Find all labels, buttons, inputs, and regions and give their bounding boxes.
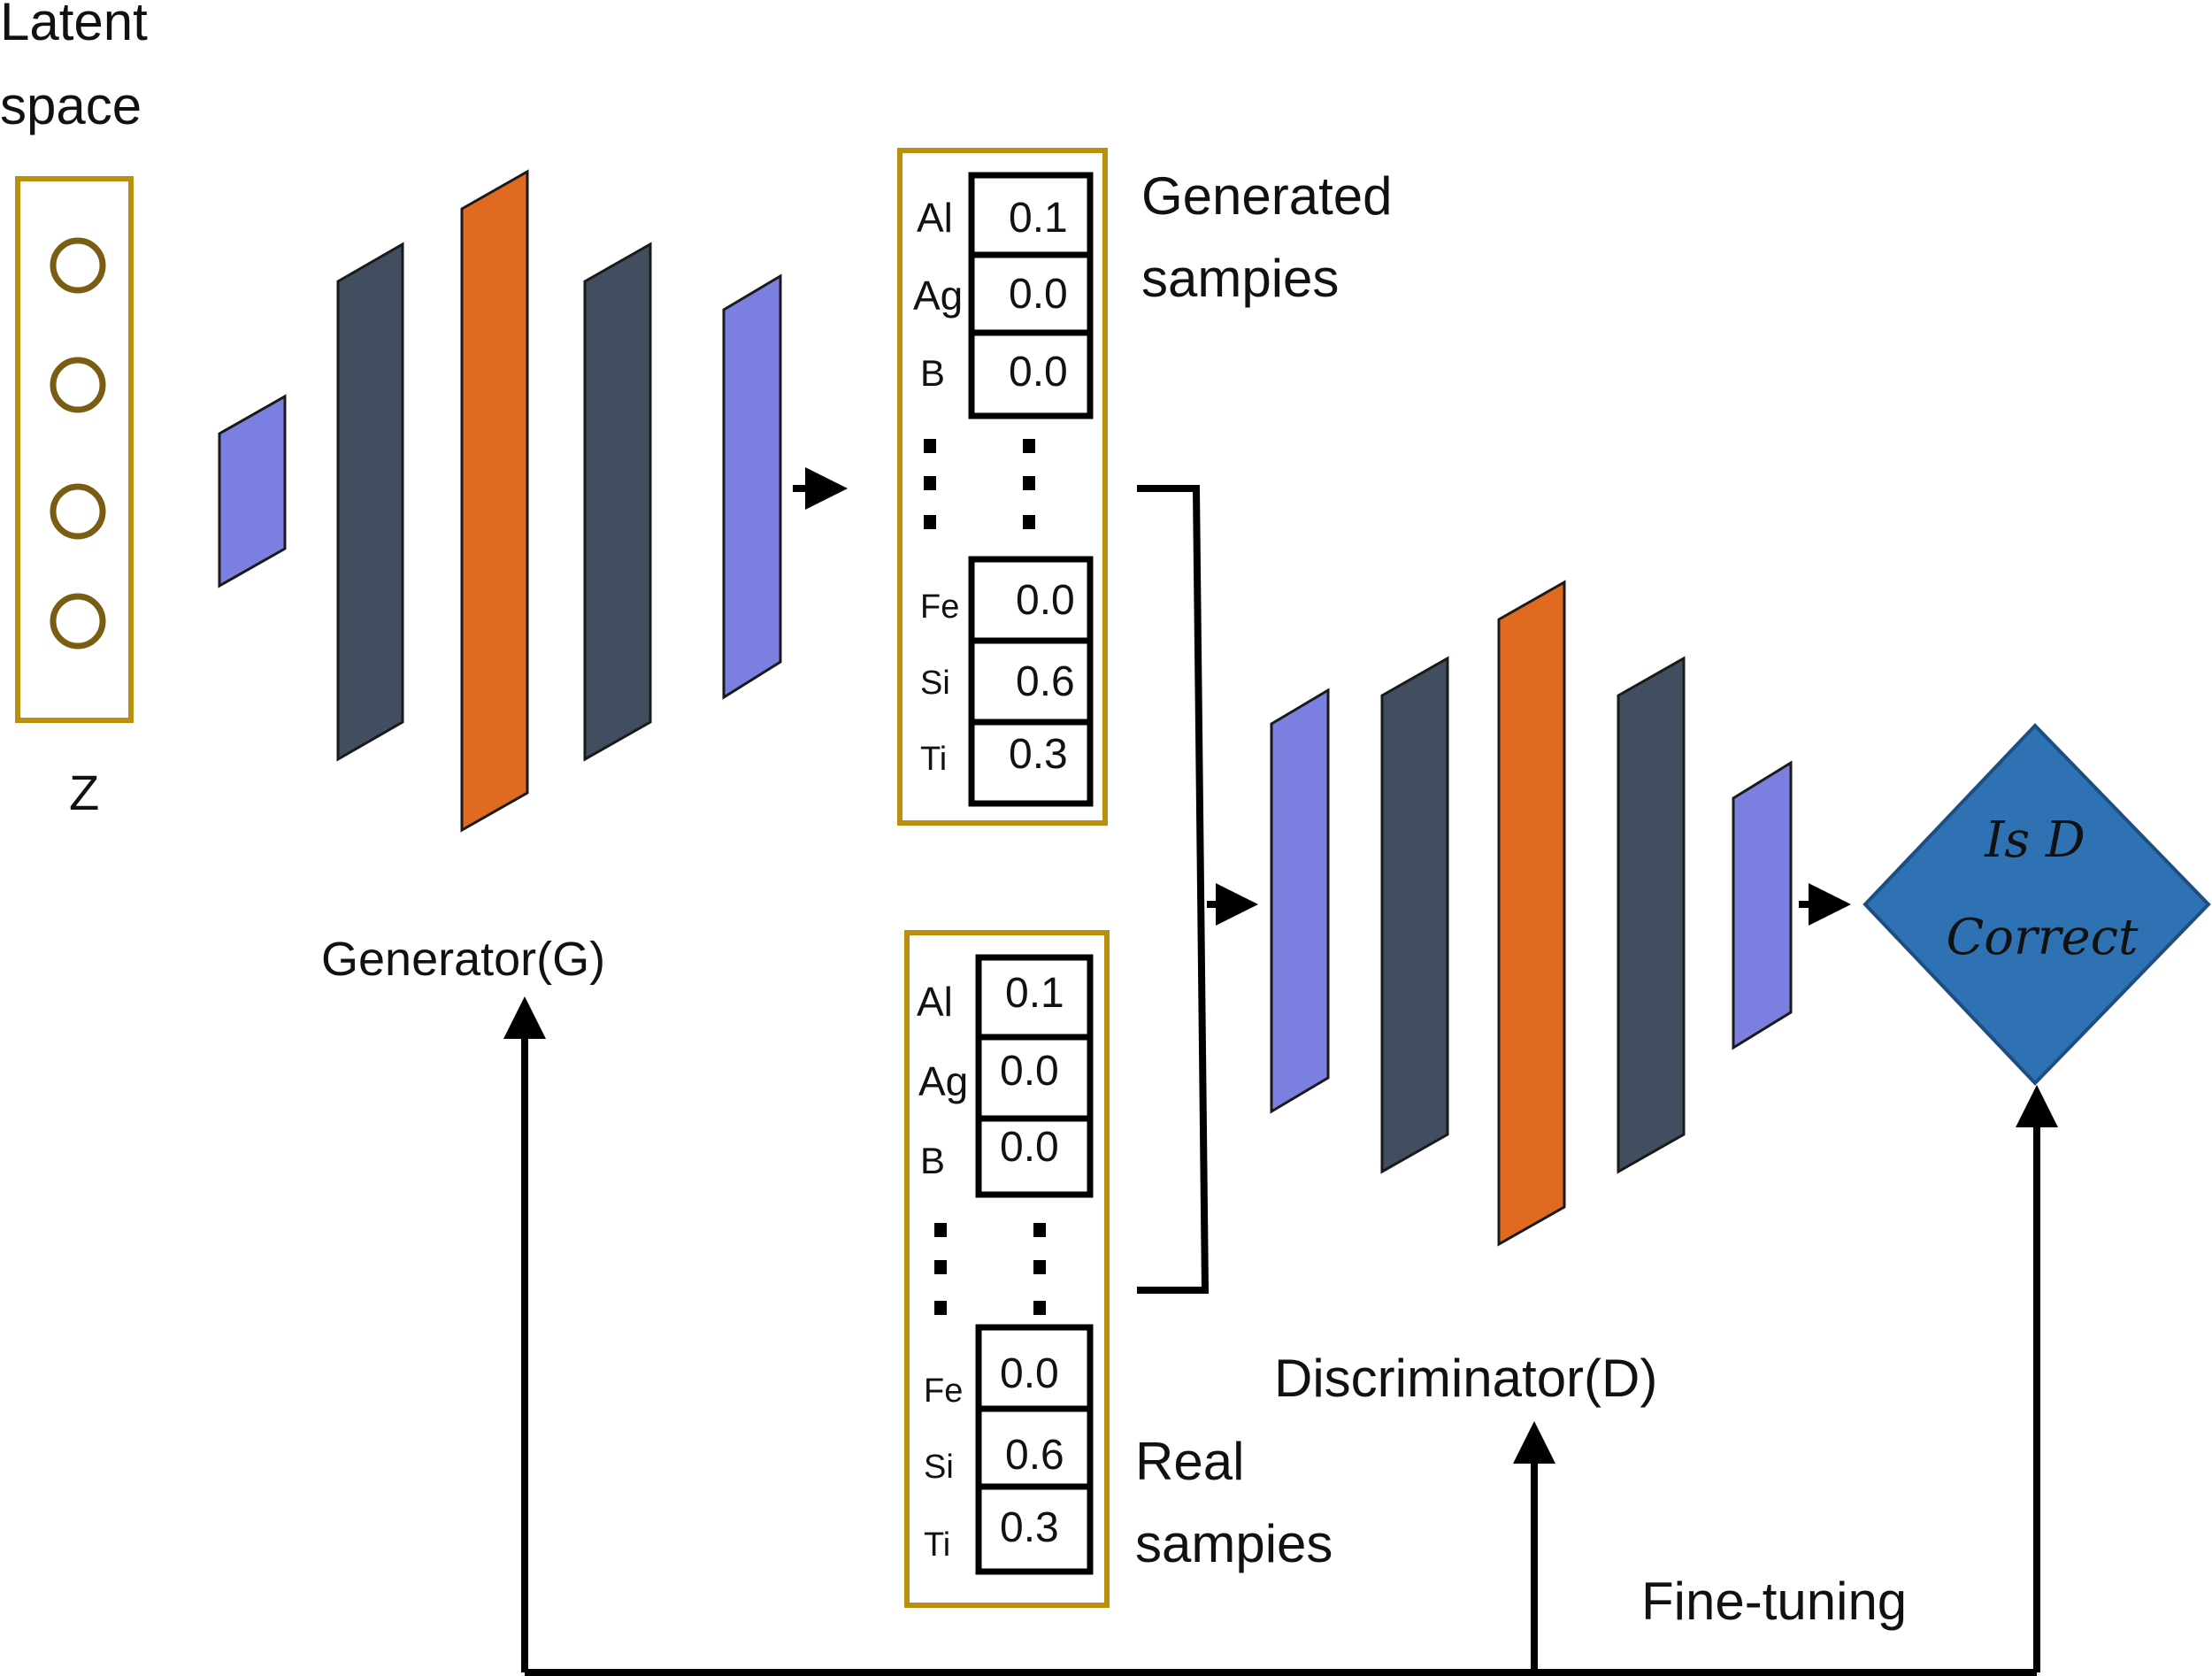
real-cell xyxy=(975,1115,1094,1198)
decision-diamond xyxy=(1863,723,2211,1086)
latent-vector-box xyxy=(15,176,134,723)
generated-cell xyxy=(968,329,1094,419)
generated-value: 0.3 xyxy=(1009,731,1068,778)
real-cell xyxy=(975,1405,1094,1490)
real-element-label: B xyxy=(920,1140,945,1181)
generated-element-label: Ti xyxy=(920,741,947,778)
real-label-line2: sampies xyxy=(1135,1514,1333,1573)
generated-value: 0.6 xyxy=(1016,658,1075,705)
real-value: 0.0 xyxy=(1000,1350,1059,1397)
discriminator-layer-hidden xyxy=(1380,656,1449,1174)
decision-text-line1: Is D xyxy=(1984,811,2085,869)
generator-layer-output xyxy=(722,273,782,700)
discriminator-layer-input xyxy=(1270,688,1330,1114)
real-element-label: Ag xyxy=(918,1058,968,1104)
generated-element-label: Ag xyxy=(913,273,963,319)
generator-layer-hidden xyxy=(583,242,652,762)
latent-node xyxy=(50,237,106,294)
real-element-label: Fe xyxy=(924,1372,963,1410)
real-value: 0.0 xyxy=(1000,1124,1059,1171)
generated-value: 0.1 xyxy=(1009,195,1068,242)
discriminator-label: Discriminator(D) xyxy=(1274,1349,1657,1408)
latent-title-line1: Latent xyxy=(0,0,148,51)
real-value: 0.3 xyxy=(1000,1504,1059,1551)
feedback-loop xyxy=(503,996,2058,1676)
generator-layer-core xyxy=(460,169,529,833)
real-value: 0.6 xyxy=(1005,1432,1064,1479)
discriminator-layer-hidden xyxy=(1617,656,1686,1174)
latent-node xyxy=(50,593,106,650)
real-value: 0.0 xyxy=(1000,1048,1059,1095)
latent-node xyxy=(50,483,106,540)
decision-text-line2: Correct xyxy=(1946,909,2139,966)
merge-bracket xyxy=(1137,485,1210,1294)
real-element-label: Al xyxy=(917,979,953,1025)
generated-element-label: Si xyxy=(920,665,950,702)
real-label-line1: Real xyxy=(1135,1432,1244,1491)
generator-layer-hidden xyxy=(336,242,404,762)
generated-cell xyxy=(968,637,1094,726)
generated-element-label: Al xyxy=(917,195,953,241)
real-cell xyxy=(975,1483,1094,1575)
real-cell xyxy=(975,954,1094,1041)
generated-samples-panel: Al Ag B 0.1 0.0 0.0 Fe Si Ti 0.0 0.6 0.3 xyxy=(897,148,1108,826)
generated-label-line1: Generated xyxy=(1141,166,1393,226)
fine-tuning-label: Fine-tuning xyxy=(1641,1572,1907,1631)
real-ellipsis xyxy=(934,1223,1046,1315)
latent-node xyxy=(50,357,106,413)
generator-network xyxy=(218,169,782,833)
real-cell xyxy=(975,1034,1094,1122)
discriminator-network xyxy=(1270,580,1793,1247)
generated-cell xyxy=(968,172,1094,258)
discriminator-layer-output xyxy=(1732,760,1793,1050)
generated-value: 0.0 xyxy=(1009,349,1068,396)
generated-cell xyxy=(968,556,1094,644)
generated-cell xyxy=(968,719,1094,807)
real-value: 0.1 xyxy=(1005,970,1064,1017)
discriminator-layer-core xyxy=(1497,580,1566,1247)
real-element-label: Si xyxy=(924,1449,954,1486)
generated-cell xyxy=(968,251,1094,336)
generated-value: 0.0 xyxy=(1016,577,1075,624)
generated-value: 0.0 xyxy=(1009,271,1068,318)
generator-layer-input xyxy=(218,394,287,588)
real-samples-box xyxy=(904,930,1110,1608)
real-samples-panel: Al Ag B 0.1 0.0 0.0 Fe Si Ti 0.0 0.6 0.3 xyxy=(904,930,1110,1608)
latent-title-line2: space xyxy=(0,76,142,135)
generated-element-label: Fe xyxy=(920,588,959,626)
real-element-label: Ti xyxy=(924,1526,950,1564)
generator-label: Generator(G) xyxy=(321,933,605,986)
latent-symbol: Z xyxy=(69,765,99,820)
generated-element-label: B xyxy=(920,352,945,394)
generated-samples-box xyxy=(897,148,1108,826)
generated-ellipsis xyxy=(924,439,1035,529)
generated-label-line2: sampies xyxy=(1141,249,1339,308)
